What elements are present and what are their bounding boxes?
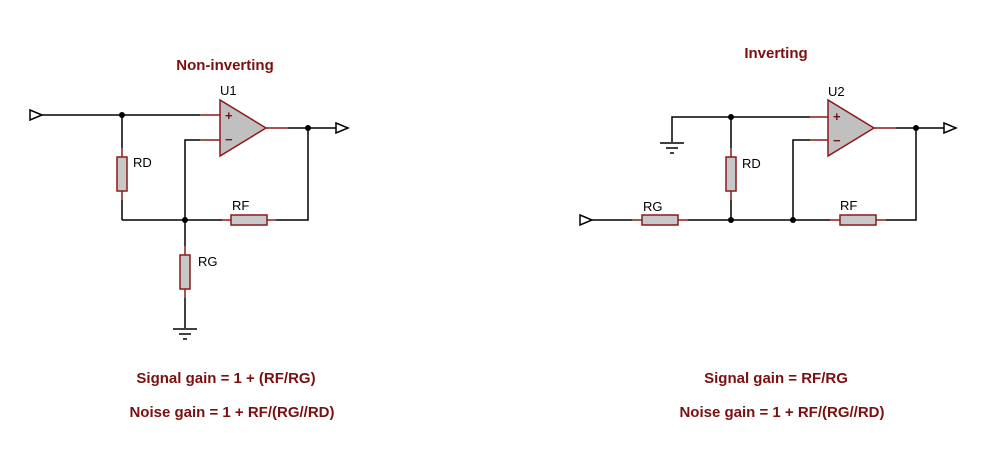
inverting-circuit: Inverting RD RG (579, 45, 958, 421)
rd-label: RD (742, 156, 761, 171)
junction-dot (728, 217, 734, 223)
opamp-ref-label: U1 (220, 83, 237, 98)
input-port-symbol (579, 213, 594, 227)
non-inverting-title: Non-inverting (176, 57, 274, 74)
output-port-symbol (943, 121, 958, 135)
feedback-wire (886, 128, 917, 221)
rf-label: RF (232, 198, 249, 213)
opamp-u2 (827, 98, 876, 158)
rg-label: RG (643, 199, 663, 214)
signal-gain-formula: Signal gain = 1 + (RF/RG) (136, 370, 315, 387)
rd-resistor (725, 156, 737, 192)
plus-wire (671, 116, 810, 142)
non-inverting-circuit: Non-inverting RD RF + − U1 (29, 57, 350, 421)
minus-sign: − (833, 133, 841, 148)
ground-icon (660, 142, 684, 154)
opamp-ref-label: U2 (828, 84, 845, 99)
input-port-symbol (29, 108, 44, 122)
rg-resistor (641, 214, 679, 226)
minus-wire (792, 139, 810, 220)
rf-resistor (230, 214, 268, 226)
rg-resistor (179, 254, 191, 290)
noise-gain-formula: Noise gain = 1 + RF/(RG//RD) (129, 404, 334, 421)
noise-gain-formula: Noise gain = 1 + RF/(RG//RD) (679, 404, 884, 421)
plus-sign: + (833, 109, 841, 124)
junction-dot (305, 125, 311, 131)
rf-label: RF (840, 198, 857, 213)
output-port-symbol (335, 121, 350, 135)
inverting-title: Inverting (744, 45, 807, 62)
ground-icon (173, 328, 197, 340)
feedback-wire (276, 128, 309, 221)
rd-resistor (116, 156, 128, 192)
opamp-u1 (219, 98, 268, 158)
junction-dot (913, 125, 919, 131)
minus-sign: − (225, 132, 233, 147)
rf-resistor (839, 214, 877, 226)
plus-sign: + (225, 108, 233, 123)
rg-label: RG (198, 254, 218, 269)
signal-gain-formula: Signal gain = RF/RG (704, 370, 848, 387)
rd-label: RD (133, 155, 152, 170)
minus-wire (184, 139, 200, 220)
